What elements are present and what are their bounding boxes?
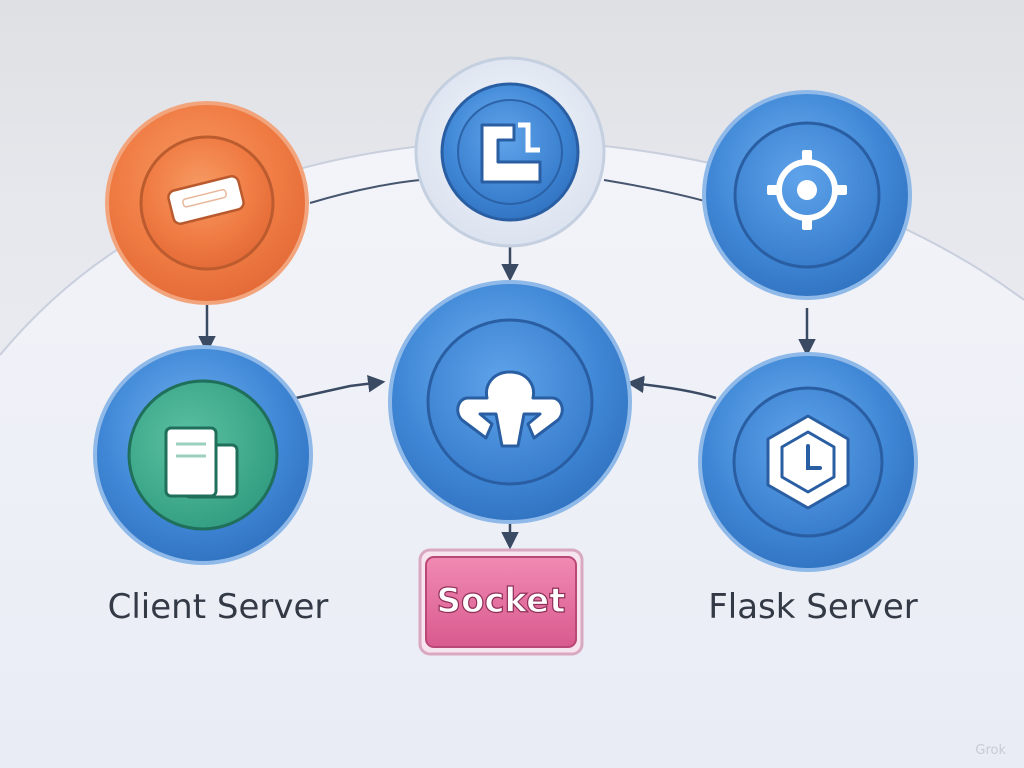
folder-icon [480, 122, 542, 184]
label-flask-server: Flask Server [708, 587, 918, 627]
node-client-app[interactable] [105, 101, 309, 305]
node-hub[interactable] [388, 280, 632, 524]
watermark: Grok [975, 743, 1006, 758]
document-icon [164, 426, 239, 499]
keyboard-icon [167, 175, 245, 225]
socket-badge[interactable]: Socket [418, 548, 584, 656]
gear-icon [767, 150, 847, 230]
socket-label: Socket [436, 581, 565, 621]
arrow-flask-server-to-hub [626, 375, 717, 400]
label-client-server: Client Server [108, 587, 329, 627]
user-icon [456, 370, 564, 448]
node-storage[interactable] [414, 56, 606, 248]
arrow-client-server-to-hub [295, 375, 386, 400]
link-storage-to-settings [603, 179, 713, 204]
link-client-app-to-storage [309, 179, 421, 204]
node-client-server[interactable] [93, 345, 313, 565]
node-flask-server[interactable] [698, 352, 918, 572]
clock-hexagon-icon [766, 414, 850, 510]
node-settings[interactable] [702, 90, 912, 300]
